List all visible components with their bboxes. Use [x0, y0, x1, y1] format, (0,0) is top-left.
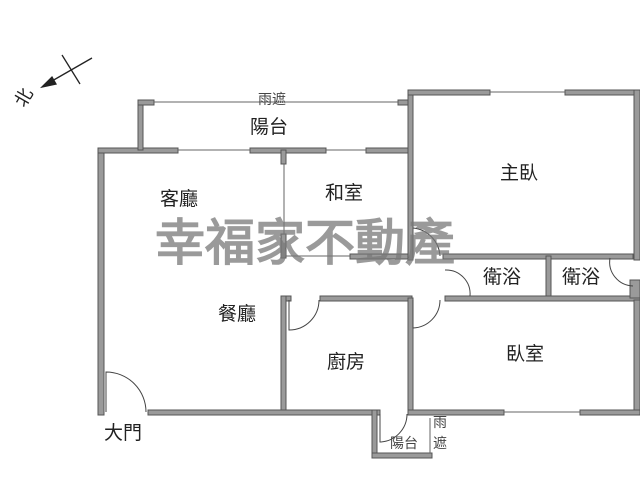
wall-kitchen-top [319, 295, 413, 302]
wall-bottom-far [579, 409, 640, 416]
living-room-label: 客廳 [160, 188, 199, 210]
wall-master-top-l [407, 89, 491, 96]
bathroom-2-label: 衛浴 [562, 266, 601, 288]
compass-arrow-head-icon [39, 75, 58, 89]
wall-bath-divider [545, 255, 552, 299]
rain-shade-small-label-2: 遮 [433, 436, 447, 452]
watermark: 幸福家不動產 [155, 214, 455, 272]
wall-top-right [365, 147, 411, 154]
compass-cross [61, 54, 81, 85]
wall-master-bottom [442, 253, 634, 260]
compass [39, 54, 93, 89]
wall-tatami-stub [280, 149, 287, 165]
wall-bath-right [629, 279, 640, 299]
master-bedroom-label: 主臥 [500, 162, 539, 184]
main-door-label: 大門 [104, 422, 143, 444]
bath2-door-swing[interactable] [609, 257, 634, 287]
walls [97, 89, 640, 459]
kitchen-label: 廚房 [327, 351, 366, 373]
wall-bottom-right [407, 409, 505, 416]
balcony-small-label: 陽台 [390, 436, 418, 452]
doors [105, 227, 634, 443]
dining-room-label: 餐廳 [218, 303, 257, 325]
main-door-swing[interactable] [105, 371, 147, 413]
bathroom-1-label: 衛浴 [483, 266, 522, 288]
wall-balcony-left [137, 99, 144, 151]
wall-kitchen-right [407, 297, 414, 414]
kitchen-door-swing[interactable] [288, 299, 320, 331]
wall-bottom-left [147, 409, 381, 416]
master-door-swing[interactable] [412, 227, 441, 257]
wall-top-mid [249, 147, 327, 154]
tatami-room-label: 和室 [325, 182, 364, 204]
balcony-door-swing[interactable] [379, 413, 408, 443]
wall-small-balcony-bottom [371, 452, 433, 459]
bedroom-label: 臥室 [506, 343, 545, 365]
wall-small-balcony-left [371, 409, 378, 459]
wall-balcony-top [137, 99, 155, 106]
wall-bath-bottom [444, 295, 640, 302]
wall-master-top-r [564, 89, 640, 96]
windows [154, 91, 580, 453]
rain-shade-top-label: 雨遮 [258, 92, 286, 108]
rain-shade-small-label-1: 雨 [433, 415, 447, 431]
wall-right-top [633, 89, 640, 261]
wall-right-bottom [633, 299, 640, 416]
bath1-door-swing[interactable] [444, 269, 471, 297]
wall-kitchen-left [280, 295, 287, 414]
bedroom-door-swing[interactable] [412, 299, 441, 329]
wall-left [97, 147, 105, 416]
balcony-top-label: 陽台 [250, 116, 289, 138]
